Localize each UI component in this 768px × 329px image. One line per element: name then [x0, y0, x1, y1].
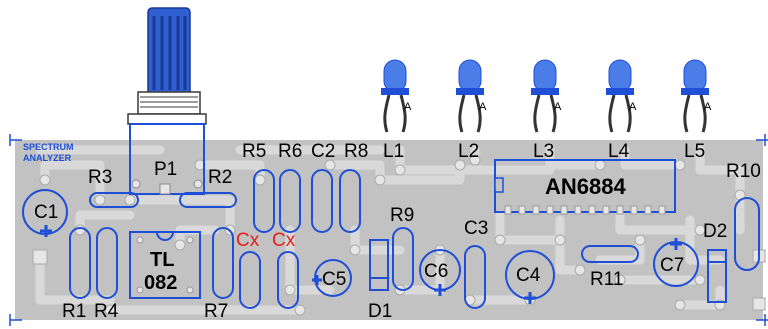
label-c4: C4 [516, 265, 541, 286]
label-l4: L4 [608, 141, 630, 162]
led-l4 [606, 59, 634, 133]
led-l3 [531, 59, 559, 133]
label-r3: R3 [88, 167, 113, 188]
potentiometer-p1 [127, 7, 207, 195]
label-r7: R7 [204, 301, 229, 322]
label-l2: L2 [458, 141, 480, 162]
label-c1: C1 [34, 202, 59, 223]
label-r9: R9 [390, 205, 415, 226]
label-cx-right: Cx [272, 230, 296, 251]
ic-tl082-outline [129, 231, 201, 299]
polarity-marks [40, 225, 682, 304]
label-p1: P1 [154, 159, 178, 180]
label-c7: C7 [660, 255, 685, 276]
label-r1: R1 [62, 301, 87, 322]
led-anode-l5: A [704, 101, 712, 113]
ic-an6884-outline [494, 159, 676, 215]
label-d1: D1 [368, 301, 393, 322]
label-r8: R8 [344, 141, 369, 162]
board-title-line2: ANALYZER [23, 153, 72, 163]
ic1-label-line1: TL [150, 249, 175, 271]
led-anode-l4: A [629, 101, 637, 113]
label-r5: R5 [242, 141, 267, 162]
label-cx-left: Cx [236, 230, 260, 251]
label-l1: L1 [383, 141, 405, 162]
led-anode-l1: A [404, 101, 412, 113]
label-l3: L3 [533, 141, 555, 162]
leds [381, 59, 709, 133]
led-l1 [381, 59, 409, 133]
label-c5: C5 [322, 269, 347, 290]
label-r4: R4 [94, 301, 119, 322]
diode-d2 [707, 249, 727, 303]
label-r6: R6 [278, 141, 303, 162]
label-c6: C6 [424, 261, 449, 282]
label-r2: R2 [208, 167, 233, 188]
label-c3: C3 [464, 218, 489, 239]
label-r11: R11 [590, 269, 624, 290]
label-l5: L5 [684, 141, 706, 162]
led-l5 [681, 59, 709, 133]
led-anode-l3: A [554, 101, 562, 113]
board-title-line1: SPECTRUM [23, 142, 74, 152]
diode-d1 [369, 239, 389, 291]
board-edge-marks [9, 134, 768, 326]
led-anode-l2: A [479, 101, 487, 113]
ic1-label-line2: 082 [144, 272, 178, 294]
ic2-label: AN6884 [545, 174, 626, 199]
label-c2: C2 [311, 141, 336, 162]
led-l2 [456, 59, 484, 133]
component-outlines [69, 169, 760, 309]
label-d2: D2 [703, 221, 728, 242]
label-r10: R10 [726, 161, 761, 182]
